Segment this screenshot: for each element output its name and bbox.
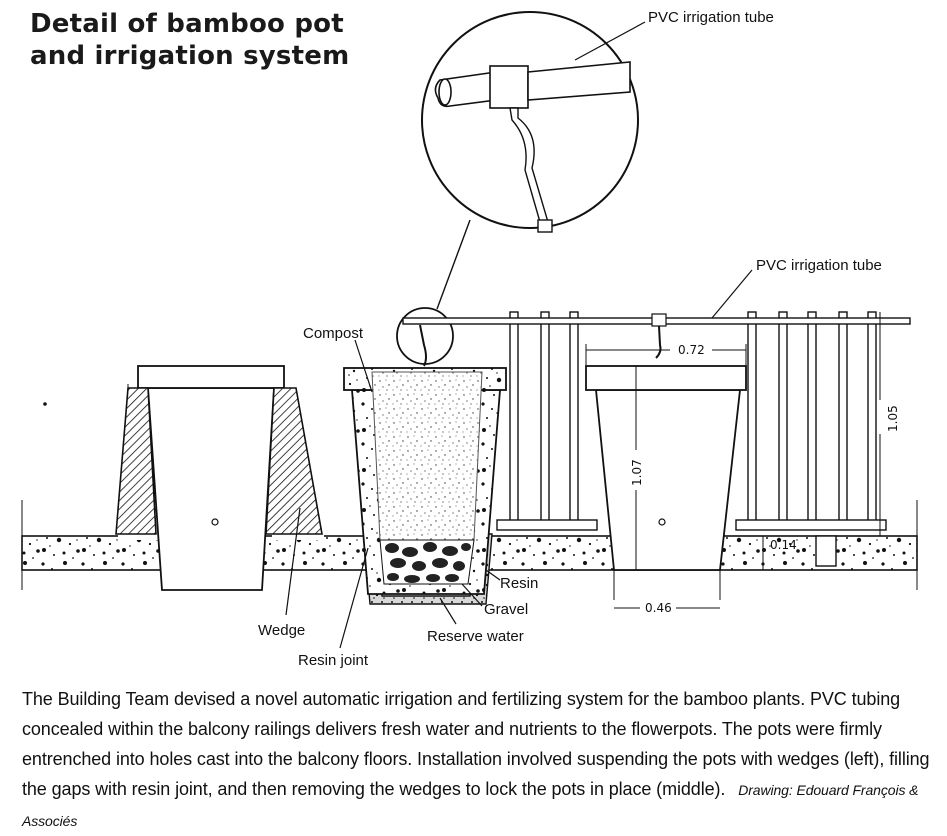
label-gravel: Gravel — [484, 601, 528, 618]
leader-wedge — [285, 507, 301, 616]
label-resin: Resin — [500, 575, 538, 592]
dim-pot-height: 1.07 — [630, 459, 644, 486]
label-pvc-top: PVC irrigation tube — [648, 9, 774, 26]
detail-callout — [421, 11, 639, 233]
construction-drawing: PVC irrigation tube Wedge — [21, 9, 918, 669]
caption: The Building Team devised a novel automa… — [22, 684, 937, 836]
dim-railing-height: 1.05 — [886, 405, 900, 432]
caption-credit: Drawing: Edouard François & Associés — [22, 782, 919, 829]
label-compost: Compost — [303, 325, 364, 342]
leader-gravel — [461, 583, 483, 607]
pot-with-wedges — [115, 365, 324, 591]
title-line-1: Detail of bamboo pot — [30, 9, 344, 39]
detail-connector-line — [436, 219, 471, 310]
title-line-2: and irrigation system — [30, 41, 350, 71]
diagram-title: Detail of bamboo pot and irrigation syst… — [30, 8, 360, 72]
pot-installed — [343, 324, 507, 605]
leader-reserve-water — [439, 597, 457, 625]
leader-pvc-mid — [711, 269, 753, 319]
dimension-lines — [585, 312, 881, 609]
label-pvc-mid: PVC irrigation tube — [756, 257, 882, 274]
dim-top-width: 0.72 — [678, 343, 705, 357]
leader-resin-joint — [339, 547, 369, 649]
label-wedge: Wedge — [258, 622, 305, 639]
pvc-irrigation-tube — [402, 313, 911, 359]
dim-base-width: 0.46 — [645, 601, 672, 615]
leader-pvc-top — [574, 21, 646, 61]
label-resin-joint: Resin joint — [298, 652, 369, 669]
label-reserve-water: Reserve water — [427, 628, 524, 645]
leader-compost — [354, 339, 373, 393]
pot-dimensioned — [585, 365, 837, 600]
speck-dot — [43, 402, 47, 406]
balcony-railing — [496, 311, 887, 531]
dim-slab: 0.14 — [770, 538, 797, 552]
leader-resin — [485, 569, 501, 581]
caption-text: The Building Team devised a novel automa… — [22, 689, 930, 799]
